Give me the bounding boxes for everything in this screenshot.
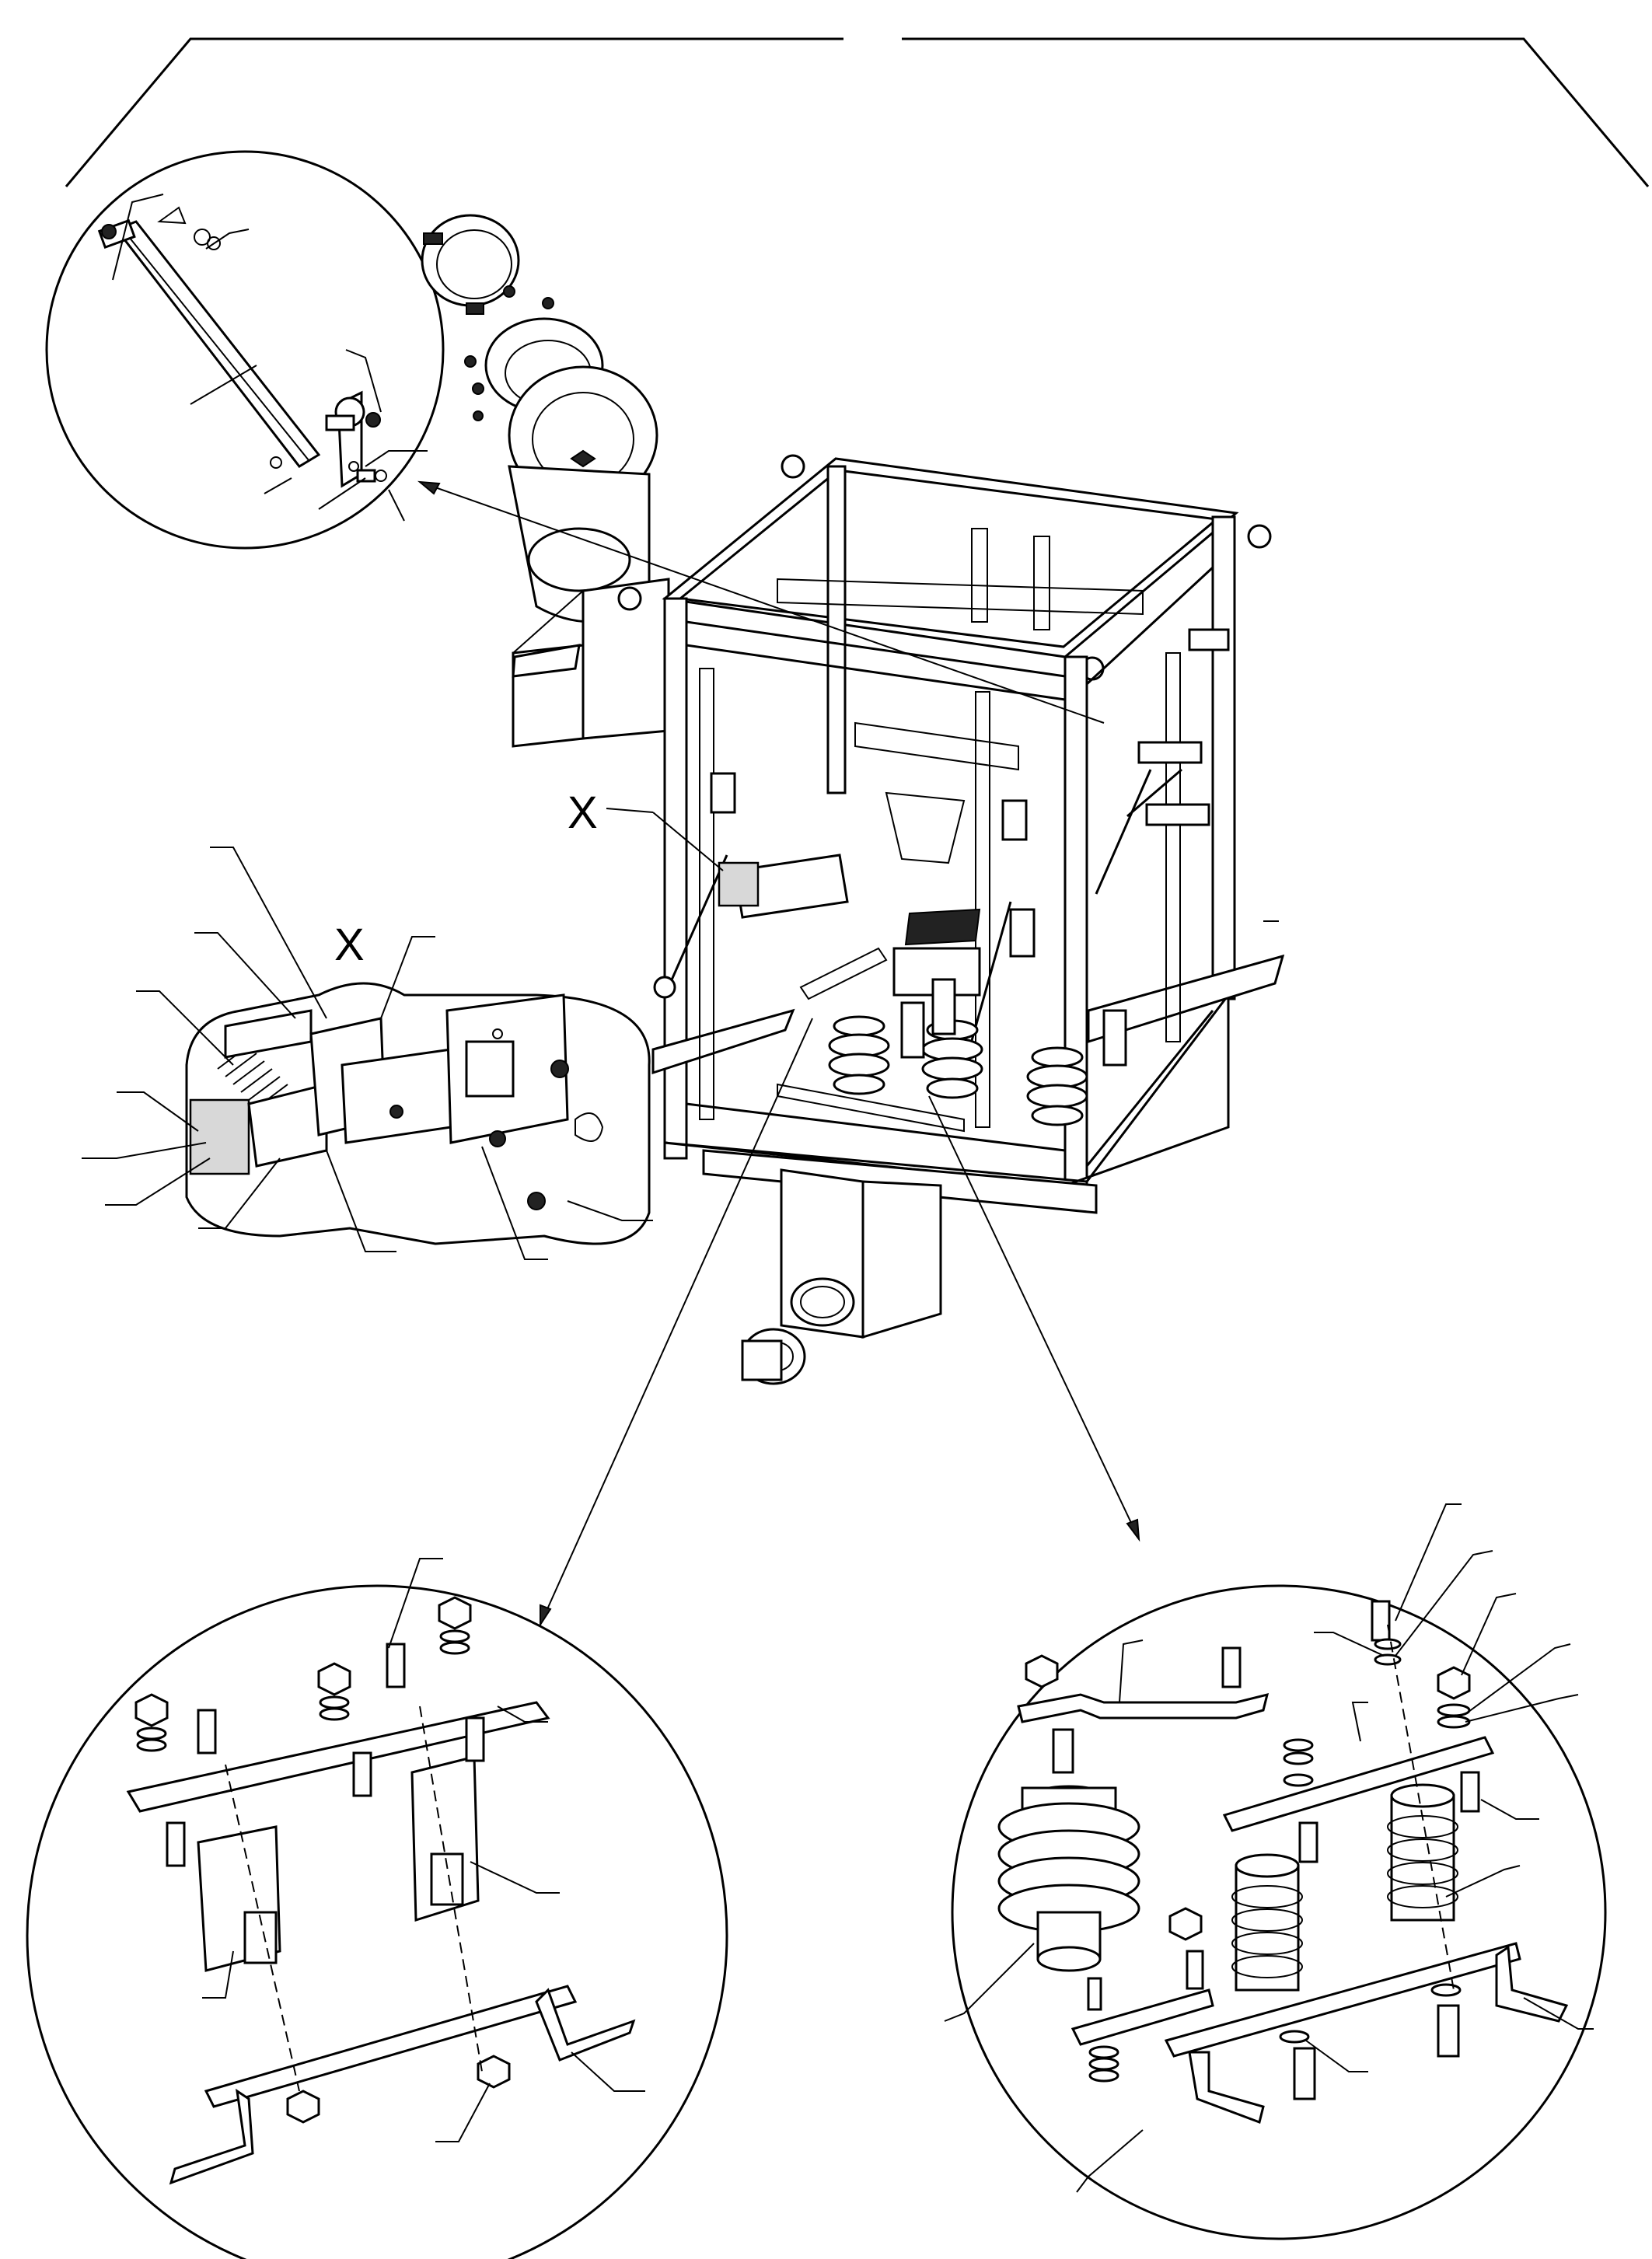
view-marker-main: X [568, 787, 598, 838]
top-bracket-lines [65, 37, 1650, 187]
detail-view-x [82, 847, 653, 1260]
detail-circle-bottom-left [26, 1558, 728, 2259]
exploded-flange-parts [421, 214, 670, 748]
detail-circle-bottom-right [944, 1503, 1607, 2240]
view-marker-detail: X [334, 920, 365, 970]
cabinet-insulators [828, 978, 1127, 1126]
cabinet-frame [417, 454, 1285, 1628]
detail-circle-top-left [45, 150, 445, 550]
